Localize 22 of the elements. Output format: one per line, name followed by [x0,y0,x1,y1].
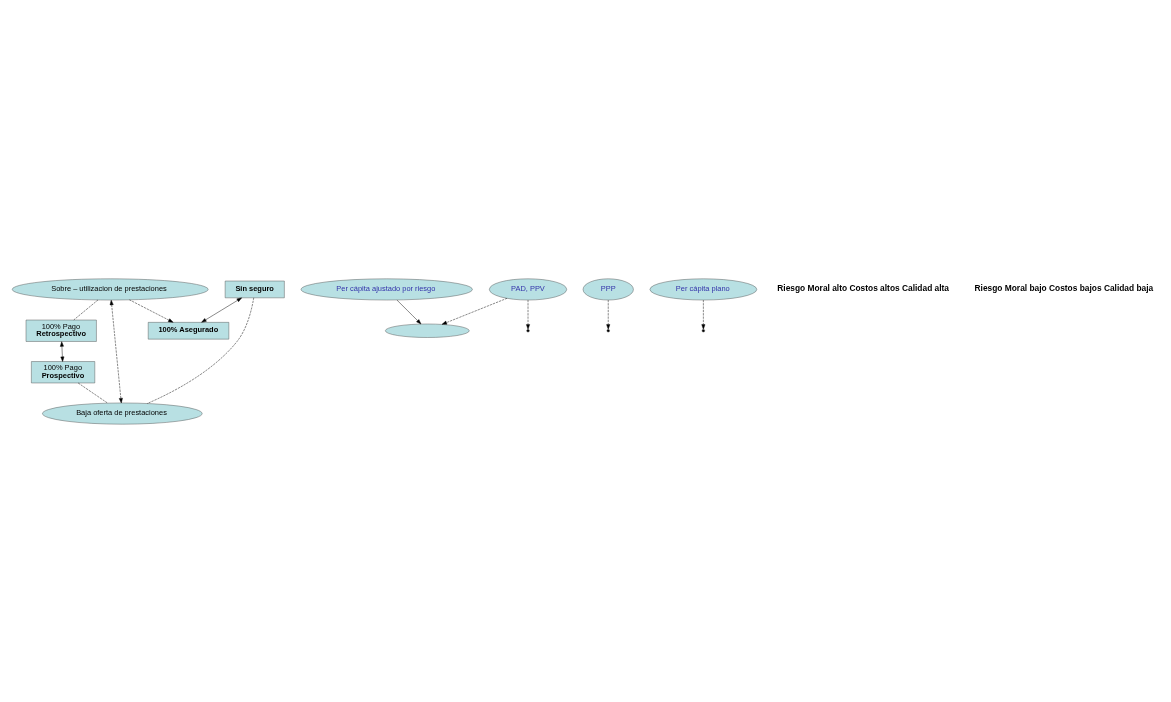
arrow [201,297,242,323]
node-ellipse: PPP [582,278,634,300]
node-ellipse [385,323,470,338]
node-box: Sin seguro [224,280,285,298]
arrow [396,299,422,324]
arrow [526,299,530,329]
arrow [129,299,174,323]
arrow [606,299,611,329]
node-ellipse: Per cápita plano [649,278,758,300]
node-ellipse: Per cápita ajustado por riesgo [300,278,473,300]
node-ellipse: Sobre – utilizacion de prestaciones [12,278,209,300]
arrow [701,299,706,329]
node-ellipse: Baja oferta de prestaciones [42,402,203,424]
node-box: 100% Pago Prospectivo [31,360,96,383]
arrow [441,297,508,325]
node-box: 100% Pago Retrospectivo [25,319,97,342]
node-box: 100% Asegurado [147,321,230,339]
label: Riesgo Moral alto Costos altos Calidad alta [777,282,950,293]
label: Riesgo Moral bajo Costos bajos Calidad baja [974,282,1154,293]
node-ellipse: PAD, PPV [489,278,567,300]
arrow [60,340,65,362]
arrow [109,299,123,403]
